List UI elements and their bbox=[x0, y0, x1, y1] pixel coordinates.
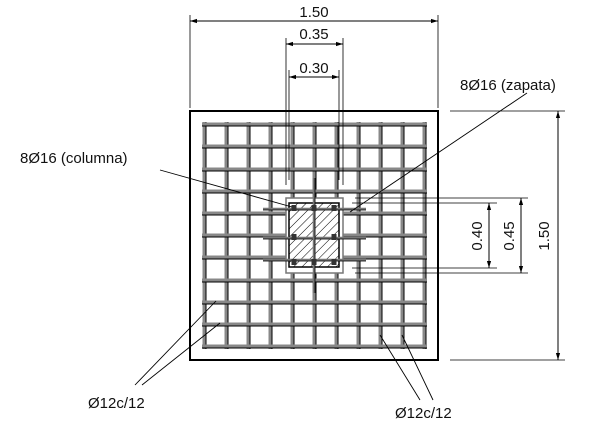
right-dimensions: 1.50 0.45 0.40 bbox=[352, 110, 565, 361]
dim-column-inner-width: 0.30 bbox=[299, 60, 328, 77]
label-mesh-left: Ø12c/12 bbox=[88, 395, 145, 412]
column-bar bbox=[291, 205, 297, 211]
label-footing-bars: 8Ø16 (zapata) bbox=[460, 77, 556, 94]
label-column-bars: 8Ø16 (columna) bbox=[20, 150, 128, 167]
column-bar bbox=[331, 205, 337, 211]
dim-footing-width: 1.50 bbox=[299, 4, 328, 21]
column-bar bbox=[331, 234, 337, 240]
column-bar bbox=[311, 259, 317, 265]
column-bar bbox=[331, 259, 337, 265]
top-dimensions: 1.50 0.35 0.30 bbox=[189, 4, 439, 185]
dim-column-outer-depth: 0.45 bbox=[501, 221, 518, 250]
column-bar bbox=[311, 205, 317, 211]
column-bars bbox=[263, 178, 366, 293]
label-mesh-right: Ø12c/12 bbox=[395, 405, 452, 422]
dim-column-outer-width: 0.35 bbox=[299, 26, 328, 43]
column-bar bbox=[291, 259, 297, 265]
dim-column-inner-depth: 0.40 bbox=[469, 221, 486, 250]
column-bar bbox=[291, 234, 297, 240]
footing-outline bbox=[189, 110, 439, 361]
dim-footing-depth: 1.50 bbox=[536, 221, 553, 250]
